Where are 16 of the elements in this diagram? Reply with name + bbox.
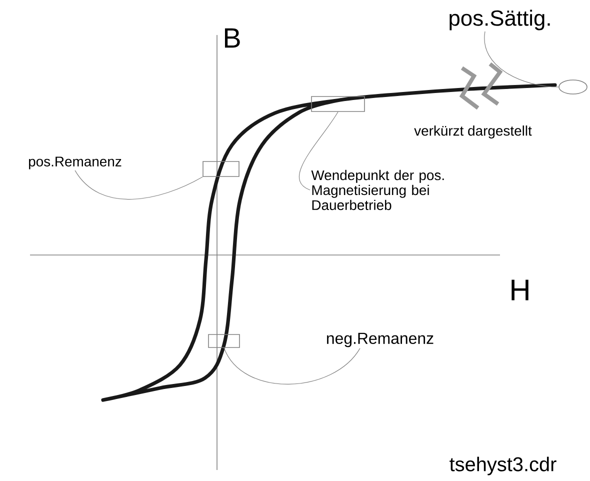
leader-line — [74, 170, 203, 200]
marker-box — [208, 334, 240, 348]
axis-label: H — [512, 280, 528, 300]
note-text: verkürzt dargestellt — [414, 126, 532, 138]
leader-line — [484, 31, 559, 88]
leader-line — [224, 348, 360, 384]
text-label: Wendepunkt der pos. Magnetisierung bei Dauerbetrieb — [311, 170, 444, 210]
text-label: pos.Sättig. — [450, 10, 550, 30]
file-name: tsehyst3.cdr — [450, 456, 556, 476]
marker-box — [202, 161, 240, 177]
leader-line — [298, 112, 338, 190]
marker-box — [311, 96, 365, 112]
axis-label: B — [224, 28, 240, 48]
text-label: neg.Remanenz — [327, 332, 434, 348]
marker-ellipse — [558, 80, 588, 94]
text-label: pos.Remanenz — [29, 156, 122, 170]
